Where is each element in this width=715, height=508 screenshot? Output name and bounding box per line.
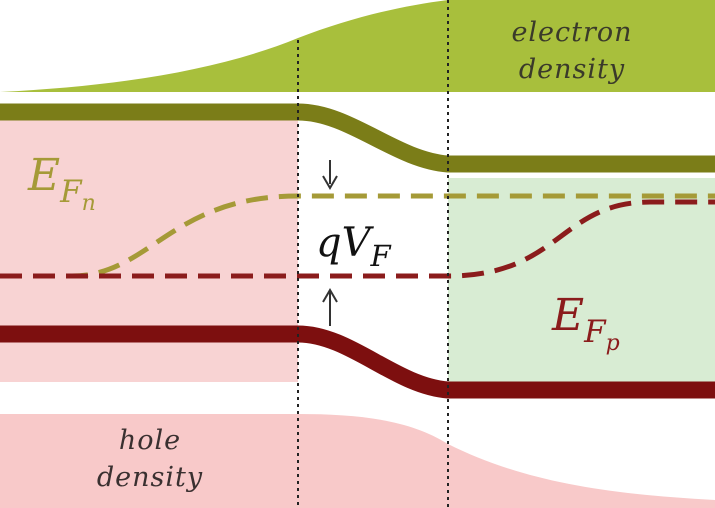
- hole-density-label: hole density: [40, 422, 260, 496]
- forward-voltage-symbol: qVF: [316, 220, 391, 273]
- efn-main: E: [28, 150, 61, 201]
- efn-subsub: n: [81, 191, 96, 216]
- electron-density-label: electron density: [462, 14, 682, 88]
- conduction-band: [0, 103, 715, 173]
- hole-density-label-line1: hole: [118, 425, 182, 456]
- electron-density-area: [0, 0, 715, 92]
- efp-sub: F: [584, 314, 606, 350]
- qvf-sub: F: [370, 239, 391, 273]
- electron-density-label-line1: electron: [511, 17, 633, 48]
- valence-band: [0, 325, 715, 399]
- hole-fermi-level-symbol: EFp: [552, 290, 620, 356]
- arrow-up-icon: [322, 288, 338, 326]
- hole-density-area: [0, 414, 715, 508]
- efn-sub: F: [60, 174, 82, 210]
- hole-density-label-line2: density: [96, 462, 204, 493]
- hole-quasi-fermi-level: [0, 199, 715, 279]
- qvf-main: qV: [316, 220, 371, 266]
- electron-density-label-line2: density: [518, 54, 626, 85]
- p-region-fill: [448, 178, 715, 386]
- electron-quasi-fermi-level: [0, 193, 715, 279]
- arrow-down-icon: [322, 160, 338, 190]
- efp-subsub: p: [605, 331, 620, 356]
- electron-fermi-level-symbol: EFn: [28, 150, 96, 216]
- efp-main: E: [552, 290, 585, 341]
